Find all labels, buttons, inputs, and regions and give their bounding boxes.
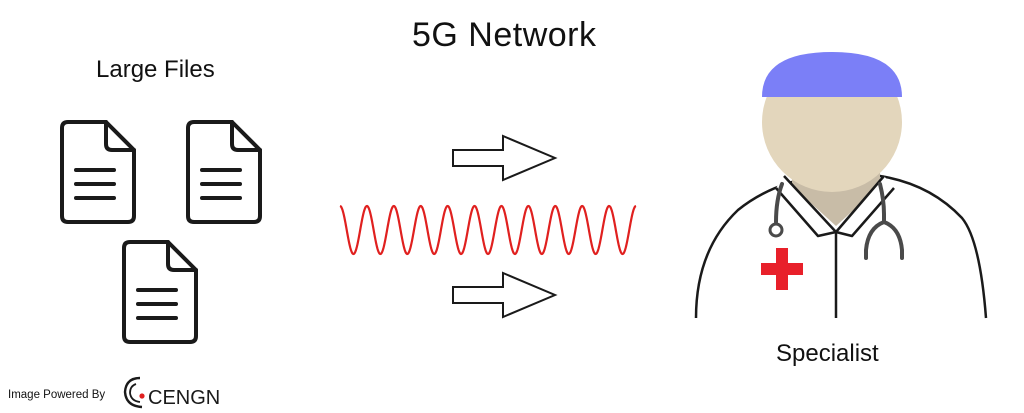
large-files-label: Large Files xyxy=(96,56,215,83)
diagram-title: 5G Network xyxy=(412,16,597,54)
collar-left xyxy=(775,175,838,238)
cap xyxy=(762,52,902,97)
arrow-right-icon xyxy=(452,271,558,319)
stethoscope-icon xyxy=(768,182,904,260)
signal-wave-icon xyxy=(339,204,637,256)
document-icon xyxy=(186,120,262,224)
document-icon xyxy=(122,240,198,344)
doctor-icon xyxy=(694,52,988,319)
medical-cross-icon xyxy=(761,248,803,290)
collar-right xyxy=(834,175,895,238)
specialist-label: Specialist xyxy=(776,340,879,367)
powered-by-text: Image Powered By xyxy=(8,389,106,401)
cengn-logo: CENGN xyxy=(123,376,220,409)
brand-name: CENGN xyxy=(148,387,220,409)
footer: Image Powered By CENGN xyxy=(8,372,228,410)
document-icon xyxy=(60,120,136,224)
arrow-right-icon xyxy=(452,134,558,182)
